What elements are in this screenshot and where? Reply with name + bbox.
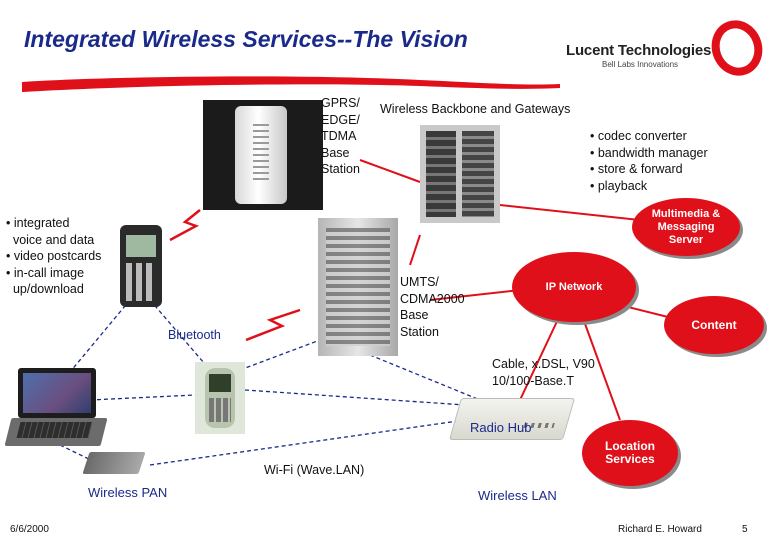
wireless-link-umts-phone bbox=[245, 308, 301, 342]
dashed-smartphone-radiohub bbox=[244, 389, 466, 406]
link-radiohub-ip bbox=[519, 314, 561, 401]
wireless-link-gprs-phone bbox=[169, 209, 201, 242]
cable-label: Cable, x.DSL, V90 10/100-Base.T bbox=[492, 357, 595, 388]
footer-author: Richard E. Howard bbox=[618, 524, 702, 535]
link-gateway-gprs bbox=[359, 159, 421, 183]
ip-network-bubble: IP Network bbox=[512, 252, 636, 322]
radio-hub-label: Radio Hub bbox=[470, 420, 532, 435]
footer-date: 6/6/2000 bbox=[10, 524, 49, 535]
footer-page-number: 5 bbox=[742, 524, 748, 535]
phone-feature: • video postcards bbox=[6, 249, 102, 263]
wireless-pan-label: Wireless PAN bbox=[88, 485, 168, 500]
gateway-cabinet-image bbox=[420, 125, 500, 223]
brand-tagline: Bell Labs Innovations bbox=[602, 60, 679, 69]
phone-feature: • in-call image bbox=[6, 265, 85, 280]
phone-feature-list: • integrated voice and data • video post… bbox=[6, 215, 101, 298]
laptop-image bbox=[4, 368, 108, 450]
gateway-feature: • store & forward bbox=[590, 162, 683, 176]
phone-feature: voice and data bbox=[6, 232, 95, 247]
location-services-bubble: Location Services bbox=[582, 420, 678, 486]
gprs-base-station-image bbox=[203, 100, 323, 210]
content-bubble: Content bbox=[664, 296, 764, 354]
brand-name: Lucent Technologies bbox=[566, 42, 712, 59]
gprs-label: GPRS/ EDGE/ TDMA Base Station bbox=[321, 96, 360, 176]
bluetooth-label: Bluetooth bbox=[168, 328, 221, 342]
umts-label: UMTS/ CDMA2000 Base Station bbox=[400, 275, 465, 339]
gateway-feature-list: • codec converter • bandwidth manager • … bbox=[590, 128, 708, 194]
gateway-feature: • codec converter bbox=[590, 129, 687, 143]
dashed-umts-radiohub bbox=[369, 354, 481, 401]
phone-feature: • integrated bbox=[6, 216, 70, 230]
slide-title: Integrated Wireless Services--The Vision bbox=[24, 26, 468, 52]
dashed-laptop-smartphone bbox=[89, 394, 196, 401]
gateway-feature: • bandwidth manager bbox=[590, 145, 708, 160]
link-umts-ip bbox=[429, 289, 521, 301]
dashed-phone-laptop bbox=[69, 299, 131, 373]
phone-feature: up/download bbox=[6, 282, 84, 296]
backbone-label: Wireless Backbone and Gateways bbox=[380, 102, 571, 116]
link-gateway-multimedia bbox=[499, 204, 641, 221]
dashed-phone-smartphone bbox=[149, 299, 211, 371]
gateway-feature: • playback bbox=[590, 178, 648, 193]
dashed-smartphone-umts bbox=[239, 339, 321, 371]
wifi-label: Wi-Fi (Wave.LAN) bbox=[264, 463, 365, 477]
multimedia-server-bubble: Multimedia & Messaging Server bbox=[632, 198, 740, 256]
pc-card-image bbox=[82, 452, 146, 474]
link-ip-location bbox=[579, 309, 621, 421]
link-gateway-umts bbox=[409, 234, 421, 266]
mobile-phone-image bbox=[120, 225, 162, 307]
smartphone-image bbox=[195, 362, 245, 434]
title-swoosh bbox=[22, 76, 560, 92]
wireless-lan-label: Wireless LAN bbox=[478, 488, 557, 503]
umts-base-station-image bbox=[318, 218, 398, 356]
